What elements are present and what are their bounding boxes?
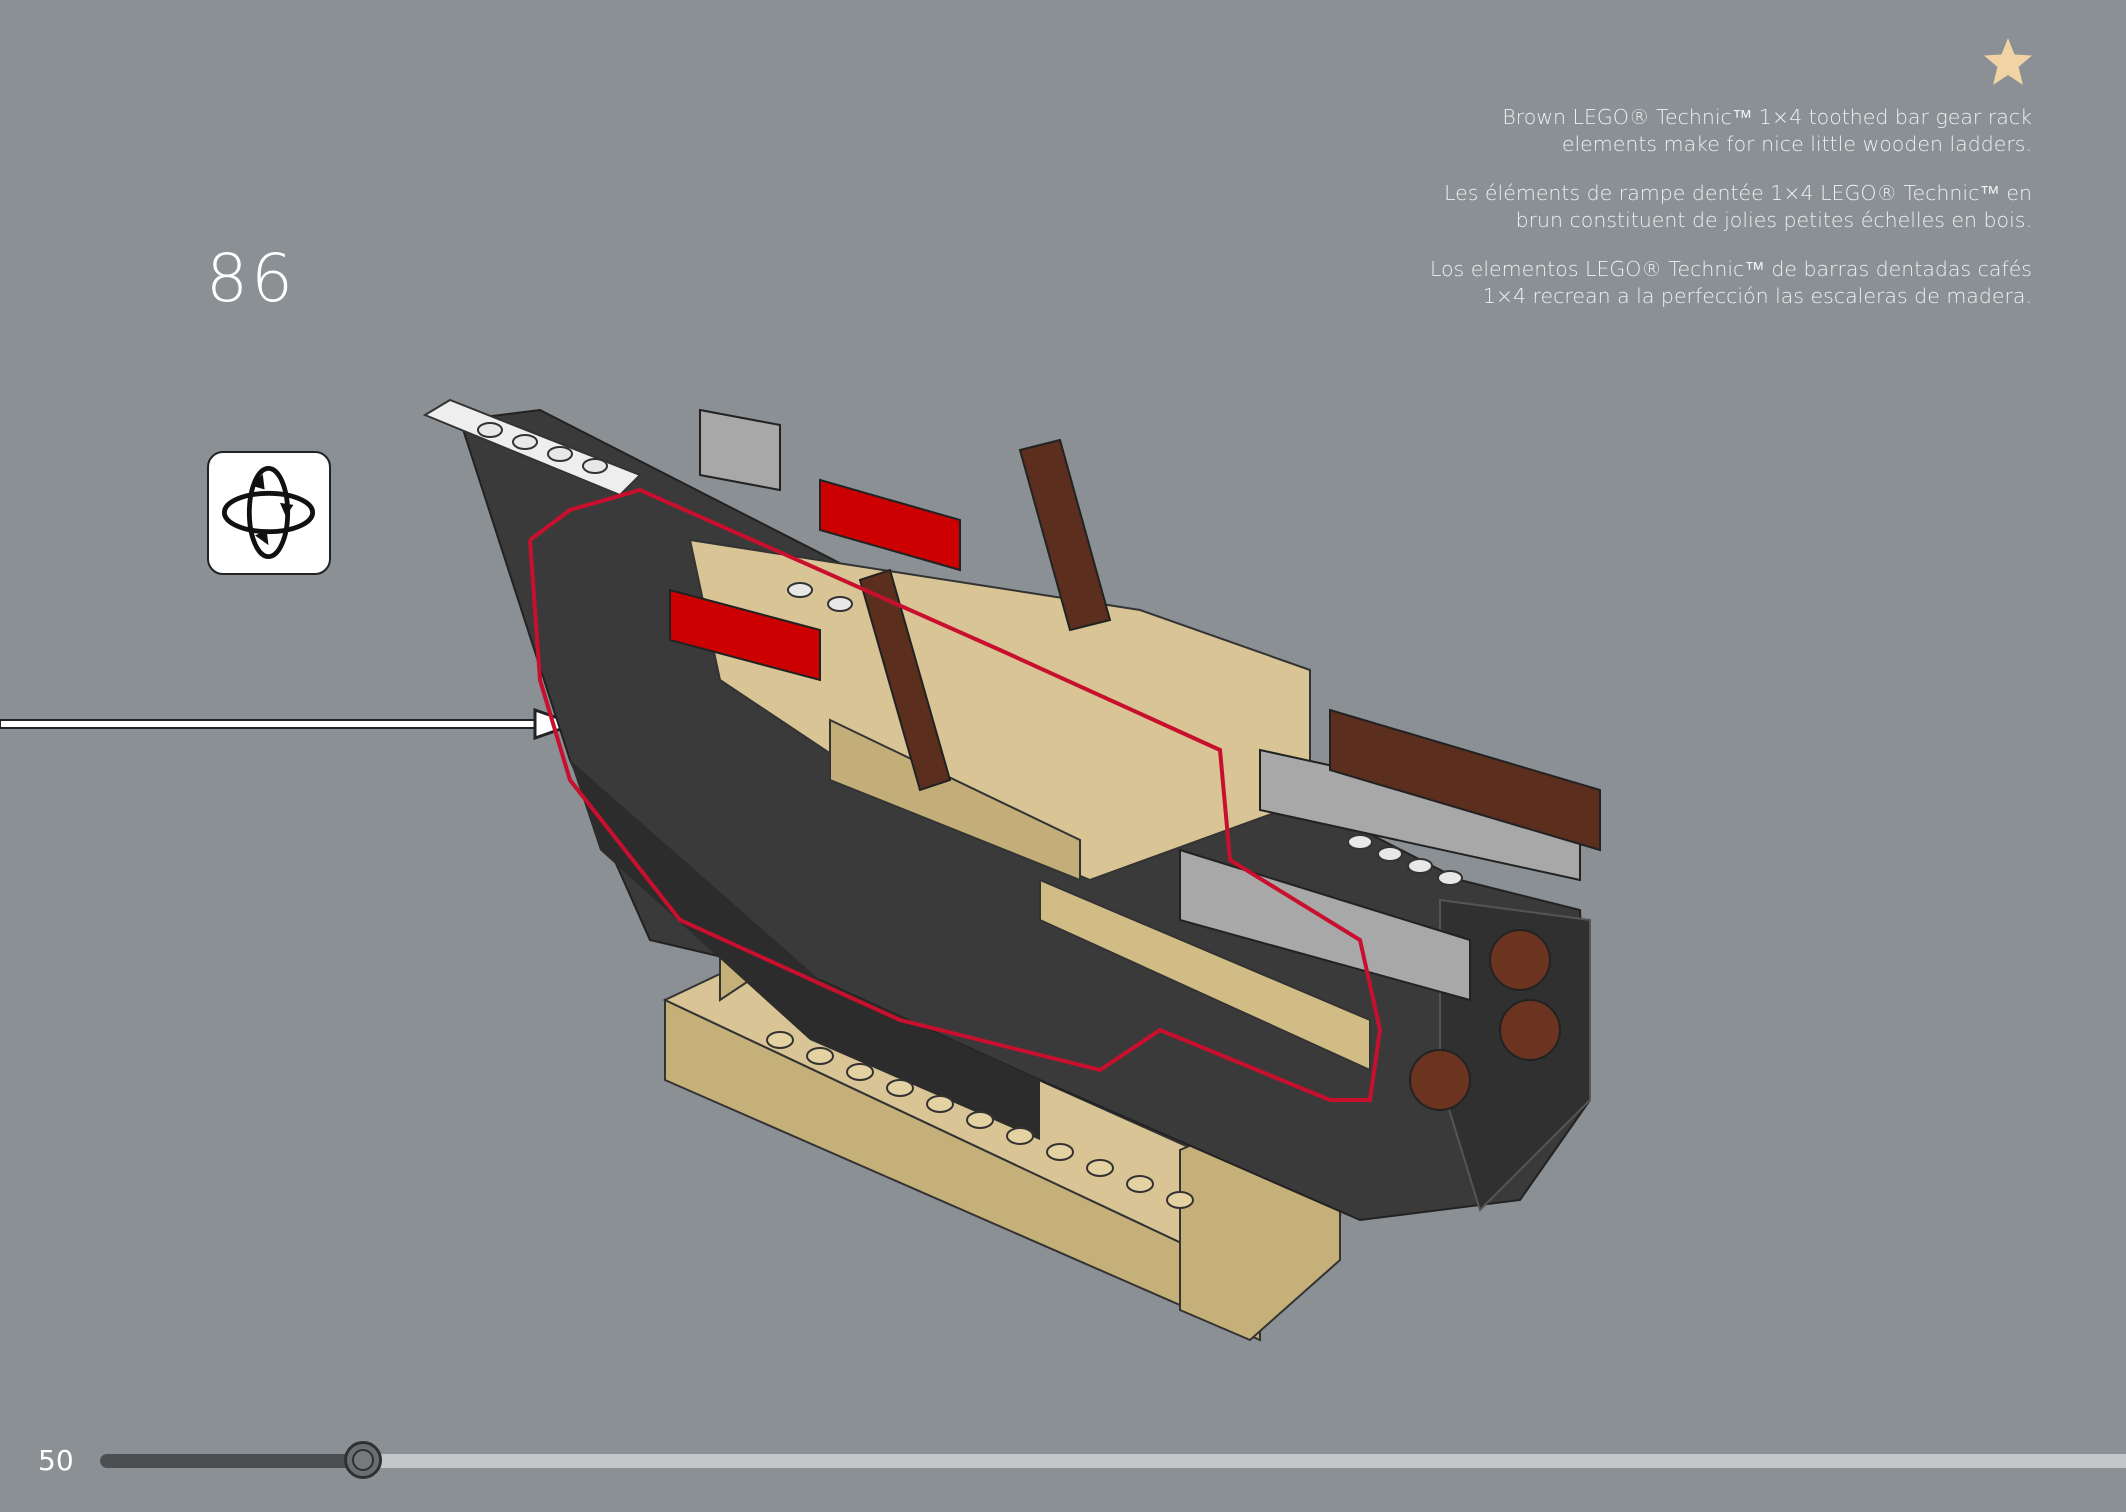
grey-bricks bbox=[699, 408, 1581, 1002]
tip-french: Les éléments de rampe dentée 1×4 LEGO® T… bbox=[1444, 181, 2032, 232]
tip-english: Brown LEGO® Technic™ 1×4 toothed bar gea… bbox=[1502, 105, 2032, 156]
brown-gear-racks bbox=[858, 438, 1601, 1111]
highlight-outline bbox=[528, 487, 1383, 1102]
progress-knob[interactable] bbox=[344, 1441, 382, 1479]
tan-deck bbox=[688, 538, 1371, 1072]
red-bricks bbox=[669, 478, 961, 682]
page-number: 50 bbox=[38, 1444, 74, 1477]
star-shape bbox=[1984, 38, 2032, 85]
rotate-model-icon bbox=[207, 451, 331, 575]
tan-studs bbox=[766, 1031, 1194, 1209]
progress-track bbox=[100, 1454, 2126, 1468]
studs bbox=[477, 422, 1463, 886]
ship-model-illustration bbox=[0, 398, 1601, 1342]
tip-text: Brown LEGO® Technic™ 1×4 toothed bar gea… bbox=[1312, 104, 2032, 332]
step-number: 86 bbox=[206, 240, 296, 317]
tip-spanish: Los elementos LEGO® Technic™ de barras d… bbox=[1429, 257, 2032, 308]
star-icon bbox=[1984, 38, 2032, 85]
callout-arrow bbox=[0, 707, 580, 741]
rotate-arrows-icon bbox=[221, 465, 316, 560]
progress-fill bbox=[100, 1454, 363, 1468]
